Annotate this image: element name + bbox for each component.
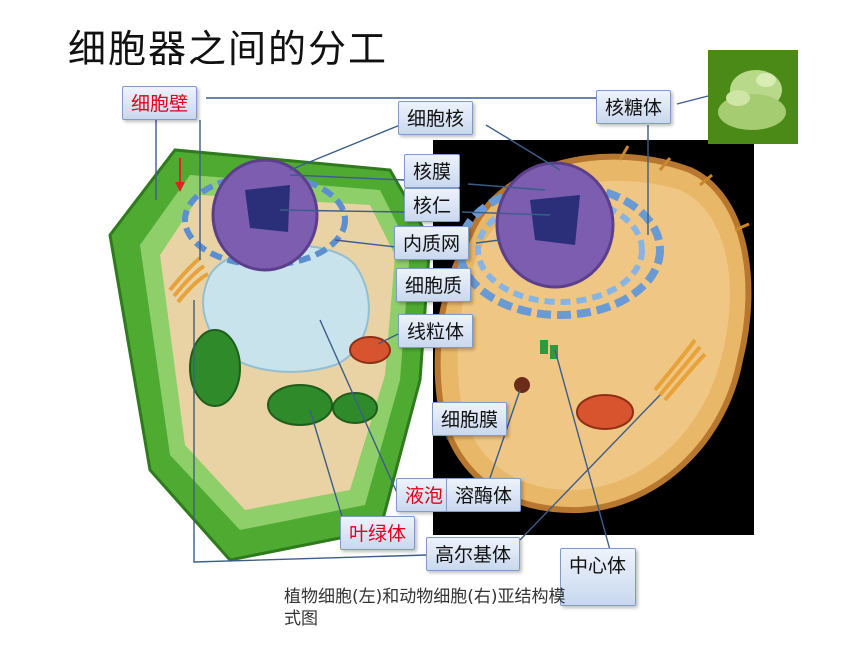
label-ribosome: 核糖体 [596, 90, 672, 124]
label-vacuole: 液泡 [396, 478, 453, 512]
label-cell-wall: 细胞壁 [122, 86, 198, 120]
figure-caption: 植物细胞(左)和动物细胞(右)亚结构模式图 [284, 587, 566, 629]
ribosome-image [708, 50, 798, 144]
label-cytoplasm: 细胞质 [396, 268, 472, 302]
label-chloroplast: 叶绿体 [340, 516, 416, 550]
label-mitochondria: 线粒体 [398, 314, 474, 348]
label-golgi: 高尔基体 [426, 537, 521, 571]
label-nucleolus: 核仁 [404, 188, 461, 222]
label-centrosome: 中心体 [560, 548, 636, 606]
plant-cell [108, 148, 432, 562]
leader-lines [155, 95, 709, 563]
label-endoplasmic-reticulum: 内质网 [394, 226, 470, 260]
label-lysosome: 溶酶体 [446, 478, 522, 512]
animal-cell [434, 145, 752, 514]
label-nuclear-membrane: 核膜 [404, 154, 461, 188]
label-cell-membrane: 细胞膜 [432, 402, 508, 436]
label-nucleus: 细胞核 [398, 101, 474, 135]
page-title: 细胞器之间的分工 [68, 27, 389, 71]
